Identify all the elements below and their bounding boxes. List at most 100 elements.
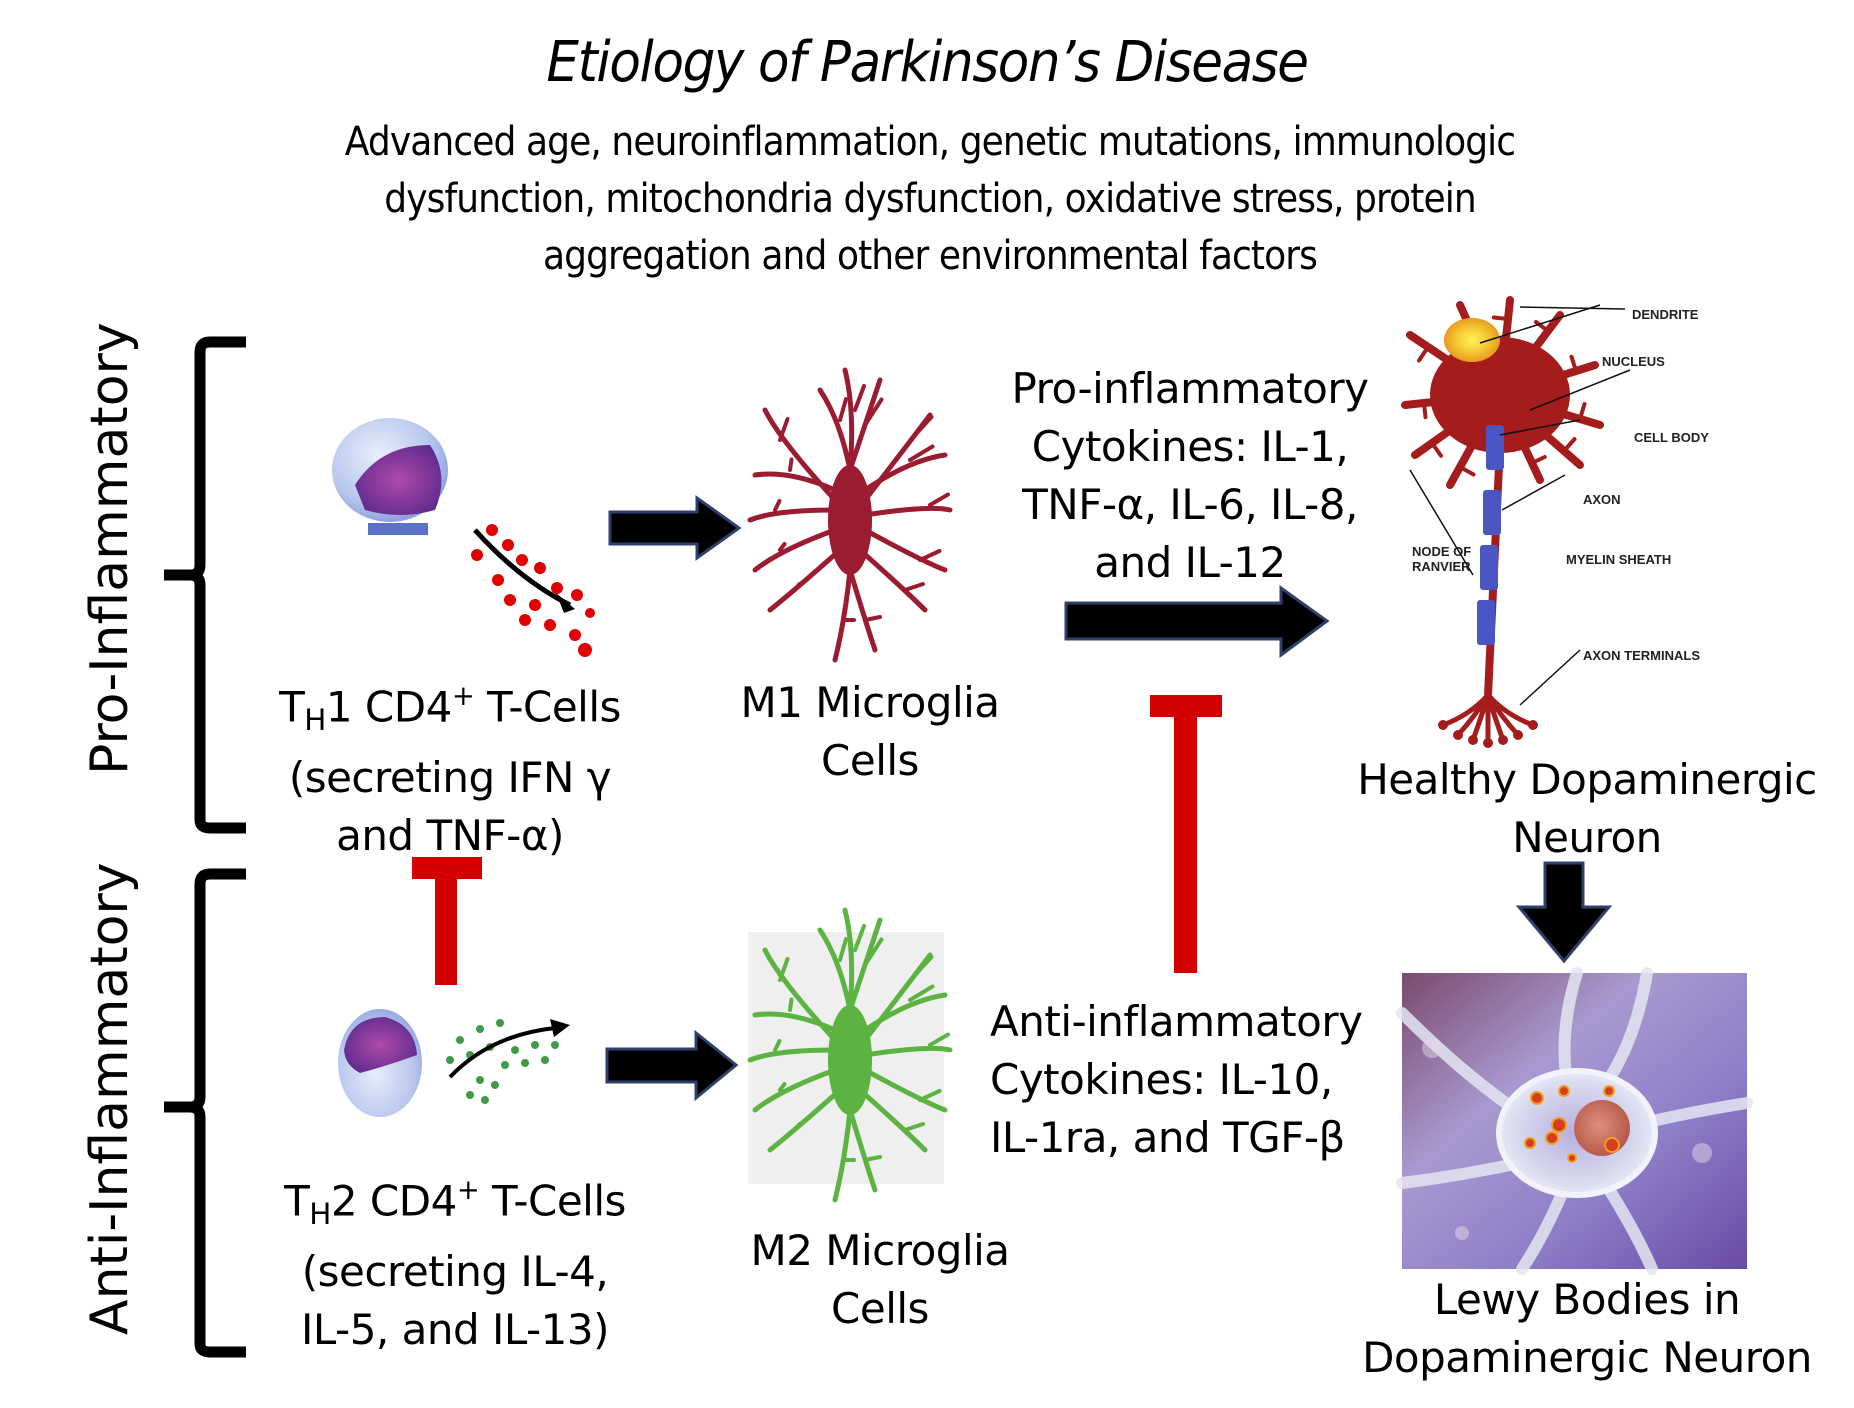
m1-branch — [857, 547, 928, 613]
th2-subscript: H — [309, 1197, 331, 1232]
neuron-part-axon-terminals: AXON TERMINALS — [1583, 648, 1700, 663]
m1-branch — [862, 505, 953, 518]
terminal-bouton — [1528, 720, 1538, 730]
m2-branch — [832, 1107, 853, 1203]
myelin-segment — [1483, 490, 1501, 535]
myelin-segment — [1480, 545, 1498, 590]
dendrite-twig — [1534, 320, 1550, 333]
m2-branch — [842, 907, 855, 1013]
m1-label-line-1: M1 Microglia — [740, 678, 1000, 727]
m2-soma — [828, 1005, 872, 1115]
label-leader-line — [1501, 474, 1566, 511]
m1-label: M1 Microglia Cells — [700, 674, 1040, 790]
th1-secretes-line-1: (secreting IFN γ — [288, 753, 612, 803]
dendrite-twig — [1458, 465, 1476, 477]
terminal-bouton — [1498, 735, 1508, 745]
m1-sub-branch — [778, 417, 790, 442]
m2-branch — [817, 927, 853, 1013]
anti-cytokines-line-1: Anti-inflammatory — [990, 997, 1363, 1046]
m2-branch — [862, 992, 948, 1033]
m2-sub-branch — [908, 984, 935, 1002]
label-leader-line — [1519, 649, 1581, 706]
m2-sub-branch — [918, 1089, 942, 1102]
m2-label-line-2: Cells — [831, 1284, 929, 1333]
node-label-line-1: NODE OF — [1412, 544, 1472, 559]
factors-line-1: Advanced age, neuroinflammation, genetic… — [344, 119, 1516, 165]
m2-branch — [847, 1107, 878, 1193]
m1-branch — [832, 567, 853, 663]
inhibit-th2-to-th1 — [412, 857, 482, 985]
etiology-factors: Advanced age, neuroinflammation, genetic… — [174, 114, 1686, 285]
m1-sub-branch — [778, 542, 787, 552]
th2-tail: T-Cells — [479, 1176, 626, 1226]
m1-branch — [847, 567, 878, 653]
m1-branch — [767, 547, 843, 613]
dendrite-twig — [1491, 315, 1510, 321]
th2-superscript: + — [456, 1175, 480, 1206]
m1-sub-branch — [793, 582, 802, 592]
inhibit-anti-to-pro-cytokines — [1150, 695, 1222, 973]
m2-sub-branch — [838, 937, 848, 962]
lewy-bodies-image — [1396, 967, 1753, 1275]
m2-sub-branch — [773, 1039, 782, 1052]
m2-microglia-icon — [747, 907, 953, 1203]
th1-prefix: T — [279, 682, 305, 732]
label-leader-line — [1529, 369, 1631, 411]
healthy-neuron-label: Healthy Dopaminergic Neuron — [1320, 751, 1854, 867]
m1-sub-branch — [913, 415, 934, 437]
th2-name: 2 CD4 — [330, 1176, 457, 1226]
m2-sub-branch — [778, 1082, 787, 1092]
myelin-segment — [1486, 425, 1504, 470]
neuron-part-axon: AXON — [1583, 492, 1621, 507]
healthy-neuron-line-1: Healthy Dopaminergic — [1357, 755, 1817, 804]
dendrite-twig — [1417, 345, 1430, 363]
m1-branch — [752, 527, 838, 573]
m2-sub-branch — [793, 1122, 802, 1132]
m1-sub-branch — [918, 549, 942, 562]
arrow-th2-to-m2 — [605, 1029, 739, 1102]
pro-cytokines-line-2: Cytokines: IL-1, — [1031, 422, 1349, 471]
pro-cytokines-line-4: and IL-12 — [1094, 538, 1286, 587]
m2-branch — [752, 1067, 838, 1113]
dendrite-twig — [1569, 354, 1578, 373]
m2-sub-branch — [788, 997, 794, 1012]
dendrite-twig — [1530, 455, 1547, 465]
th2-secretes-line-1: (secreting IL-4, — [301, 1247, 609, 1297]
label-leader-line — [1519, 306, 1626, 310]
m1-sub-branch — [903, 582, 925, 592]
m1-sub-branch — [788, 457, 794, 472]
m1-sub-branch — [773, 499, 782, 512]
nucleus — [1444, 318, 1500, 362]
th2-secretes-line-2: IL-5, and IL-13) — [300, 1305, 610, 1355]
dendrite-twig — [1430, 441, 1443, 458]
m2-sub-branch — [863, 937, 884, 967]
m1-sub-branch — [863, 397, 884, 427]
myelin-segment — [1477, 600, 1495, 645]
m1-microglia-icon — [747, 367, 953, 663]
node-label-line-2: RANVIER — [1412, 559, 1471, 574]
th2-cell-icon — [338, 1009, 570, 1117]
arrow-neuron-to-lewy — [1515, 861, 1613, 964]
th1-cell-label: TH1 CD4+ T-Cells (secreting IFN γ and TN… — [250, 668, 650, 865]
m2-sub-branch — [863, 1155, 882, 1162]
m2-branch — [747, 1047, 838, 1063]
arrow-th1-to-m1 — [608, 495, 742, 561]
factors-line-3: aggregation and other environmental fact… — [542, 233, 1318, 279]
neuron-part-myelin-sheath: MYELIN SHEATH — [1566, 552, 1672, 567]
m1-sub-branch — [928, 492, 950, 507]
m1-sub-branch — [838, 397, 848, 422]
m2-branch — [857, 1087, 928, 1153]
m1-sub-branch — [853, 384, 866, 412]
cell-body — [1430, 337, 1570, 453]
th1-tail: T-Cells — [474, 682, 621, 732]
m2-branch — [762, 947, 838, 1043]
lewy-label-line-2: Dopaminergic Neuron — [1362, 1333, 1812, 1382]
m1-branch — [862, 527, 948, 573]
lewy-bodies-label: Lewy Bodies in Dopaminergic Neuron — [1320, 1271, 1854, 1387]
m2-branch — [862, 1067, 948, 1113]
anti-bracket — [164, 868, 246, 1358]
m1-branch — [752, 471, 838, 493]
terminal-bouton — [1483, 738, 1493, 748]
th2-cell-label: TH2 CD4+ T-Cells (secreting IL-4, IL-5, … — [255, 1162, 655, 1359]
th2-prefix: T — [284, 1176, 310, 1226]
